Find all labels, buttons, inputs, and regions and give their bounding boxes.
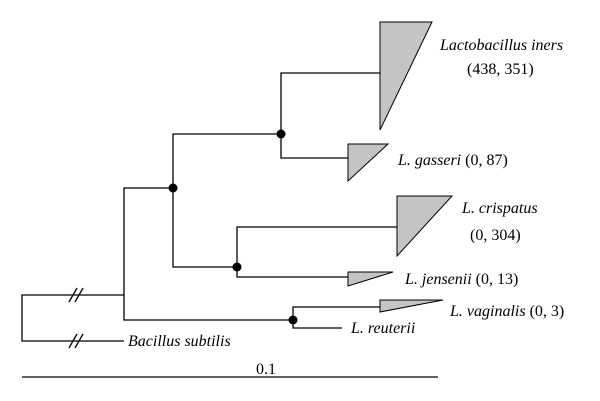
counts-l-crispatus: (0, 304) bbox=[470, 227, 521, 244]
label-l-vaginalis: L. vaginalis (0, 3) bbox=[449, 303, 564, 320]
branch-break-marks bbox=[68, 287, 84, 349]
scale-bar-label: 0.1 bbox=[256, 361, 276, 378]
label-l-jensenii: L. jensenii (0, 13) bbox=[404, 271, 518, 288]
clade-triangle-l-gasseri bbox=[347, 143, 390, 183]
node-dot-crispatus-jensenii bbox=[232, 262, 242, 272]
label-bacillus-subtilis: Bacillus subtilis bbox=[128, 333, 231, 350]
label-l-iners: Lactobacillus iners bbox=[439, 37, 563, 54]
node-dot-ingroup-major bbox=[168, 183, 178, 193]
label-l-reuterii: L. reuterii bbox=[350, 320, 415, 337]
clade-iners-crispatus-branch bbox=[172, 133, 281, 268]
clade-triangle-l-crispatus bbox=[396, 195, 454, 258]
ingroup-branch bbox=[123, 187, 293, 321]
clade-triangle-l-iners bbox=[379, 21, 433, 131]
crispatus-jensenii-node-branches bbox=[236, 226, 397, 278]
node-dot-iners-gasseri bbox=[276, 129, 286, 139]
label-l-crispatus: L. crispatus bbox=[461, 200, 538, 217]
clade-triangle-l-vaginalis bbox=[379, 299, 444, 313]
iners-gasseri-node-branches bbox=[280, 72, 380, 159]
label-l-gasseri: L. gasseri (0, 87) bbox=[397, 152, 508, 169]
root-branch bbox=[21, 294, 124, 342]
clade-triangle-l-jensenii bbox=[347, 271, 394, 287]
node-dot-vaginalis-reuterii bbox=[288, 315, 298, 325]
counts-l-iners: (438, 351) bbox=[467, 61, 534, 78]
